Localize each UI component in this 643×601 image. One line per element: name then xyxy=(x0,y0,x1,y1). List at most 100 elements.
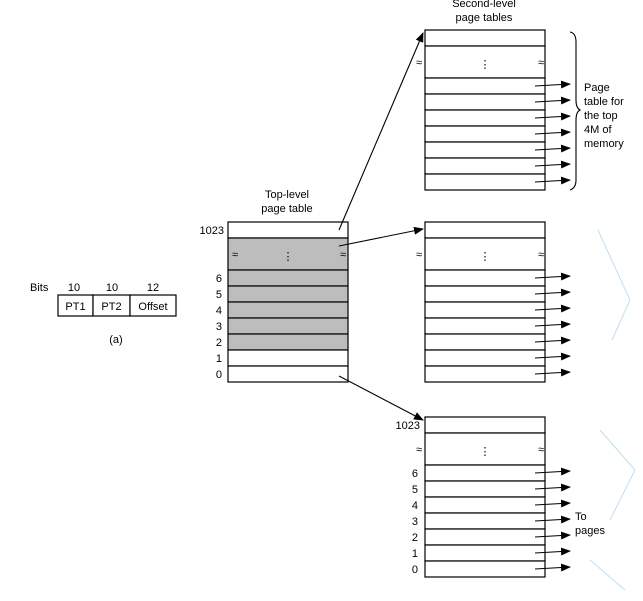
pointer-1023-to-top-table xyxy=(338,32,424,231)
pointer-arrow xyxy=(534,96,571,105)
top-level-page-table: Top-level page table ⋮ ≈ ≈ 1023 6 5 4 3 … xyxy=(200,189,349,383)
table-mid-entry xyxy=(424,333,546,351)
table-top-entry xyxy=(424,125,546,143)
second-level-title-1: Second-level xyxy=(452,0,516,10)
pointer-arrow xyxy=(534,336,571,345)
top-entry-4 xyxy=(227,301,349,319)
pointer-arrow xyxy=(534,288,571,297)
break-mark-left: ≈ xyxy=(416,444,422,456)
top-index-2: 2 xyxy=(216,337,222,349)
pointer-arrow xyxy=(534,368,571,377)
table-bot-entry-1023 xyxy=(424,416,546,434)
table-top-entry xyxy=(424,109,546,127)
break-mark-left: ≈ xyxy=(416,249,422,261)
top-table-title-1: Top-level xyxy=(265,189,309,201)
page-table-note: Page table for the top 4M of memory xyxy=(584,82,624,150)
pointer-arrow xyxy=(534,515,571,524)
table-bot-dots: ⋮ xyxy=(480,446,491,458)
pointer-arrow xyxy=(534,563,571,572)
top-entry-1023 xyxy=(227,221,349,239)
table-mid-entry xyxy=(424,317,546,335)
table-bot-entry-0 xyxy=(424,560,546,578)
break-mark-right: ≈ xyxy=(340,249,346,261)
note-line: table for xyxy=(584,96,624,108)
top-entry-0 xyxy=(227,365,349,383)
table-mid-entry xyxy=(424,269,546,287)
top-entry-2 xyxy=(227,333,349,351)
table-bot-entry-2 xyxy=(424,528,546,546)
table-mid-entry xyxy=(424,285,546,303)
bot-index-0: 0 xyxy=(412,564,418,576)
table-bot-entry-5 xyxy=(424,480,546,498)
bits-pt2: 10 xyxy=(106,282,118,294)
pointer-arrow xyxy=(534,483,571,492)
break-mark-right: ≈ xyxy=(538,249,544,261)
figure-caption: (a) xyxy=(109,334,122,346)
table-top-entry xyxy=(424,173,546,191)
pointer-arrow xyxy=(534,531,571,540)
pointer-arrow xyxy=(534,467,571,476)
table-mid-entry xyxy=(424,301,546,319)
pointer-0-to-bottom-table xyxy=(338,375,424,421)
top-entry-1 xyxy=(227,349,349,367)
bot-index-5: 5 xyxy=(412,484,418,496)
to-pages-line-1: To xyxy=(575,511,587,523)
brace xyxy=(569,31,582,191)
address-format: Bits 10 10 12 PT1 PT2 Offset (a) xyxy=(30,282,177,346)
table-bot-entry-1 xyxy=(424,544,546,562)
to-pages-line-2: pages xyxy=(575,525,605,537)
pointer-arrow xyxy=(534,176,571,185)
top-index-3: 3 xyxy=(216,321,222,333)
table-top-dots: ⋮ xyxy=(480,59,491,71)
top-entry-5 xyxy=(227,285,349,303)
note-line: 4M of xyxy=(584,124,612,136)
second-level-table-bottom: ⋮ ≈ ≈ 1023 6 5 4 3 2 1 0 xyxy=(396,416,571,578)
pointer-arrow xyxy=(534,128,571,137)
second-level-table-middle: ⋮ ≈ ≈ xyxy=(416,221,571,383)
pointer-arrow xyxy=(534,352,571,361)
table-top-entry xyxy=(424,77,546,95)
table-bot-entry-6 xyxy=(424,464,546,482)
top-dots: ⋮ xyxy=(283,251,294,263)
table-bot-gap xyxy=(424,432,546,466)
table-top-entry xyxy=(424,29,546,47)
pointer-arrow xyxy=(534,547,571,556)
break-mark-left: ≈ xyxy=(416,57,422,69)
table-mid-entry xyxy=(424,221,546,239)
pointer-arrow xyxy=(534,272,571,281)
pointer-arrow xyxy=(534,112,571,121)
top-index-6: 6 xyxy=(216,273,222,285)
table-mid-entry xyxy=(424,349,546,367)
bot-index-4: 4 xyxy=(412,500,418,512)
bot-index-1023: 1023 xyxy=(396,420,420,432)
top-index-4: 4 xyxy=(216,305,222,317)
pointer-arrow xyxy=(534,144,571,153)
bits-label: Bits xyxy=(30,282,49,294)
bits-pt1: 10 xyxy=(68,282,80,294)
table-top-entry xyxy=(424,141,546,159)
top-index-1: 1 xyxy=(216,353,222,365)
top-index-5: 5 xyxy=(216,289,222,301)
field-box-offset xyxy=(129,294,177,317)
table-top-entry xyxy=(424,93,546,111)
field-offset: Offset xyxy=(138,301,167,313)
note-line: Page xyxy=(584,82,610,94)
top-index-1023: 1023 xyxy=(200,225,224,237)
table-bot-entry-3 xyxy=(424,512,546,530)
field-pt1: PT1 xyxy=(65,301,85,313)
watermark-decoration xyxy=(589,229,636,591)
table-bot-entry-4 xyxy=(424,496,546,514)
bits-offset: 12 xyxy=(147,282,159,294)
break-mark-right: ≈ xyxy=(538,444,544,456)
top-entry-gap xyxy=(227,237,349,271)
top-entry-6 xyxy=(227,269,349,287)
bot-index-2: 2 xyxy=(412,532,418,544)
table-mid-entry xyxy=(424,365,546,383)
top-index-0: 0 xyxy=(216,369,222,381)
note-line: memory xyxy=(584,138,624,150)
pointer-arrow xyxy=(534,499,571,508)
table-top-entry xyxy=(424,157,546,175)
break-mark-left: ≈ xyxy=(232,249,238,261)
top-table-title-2: page table xyxy=(261,203,312,215)
